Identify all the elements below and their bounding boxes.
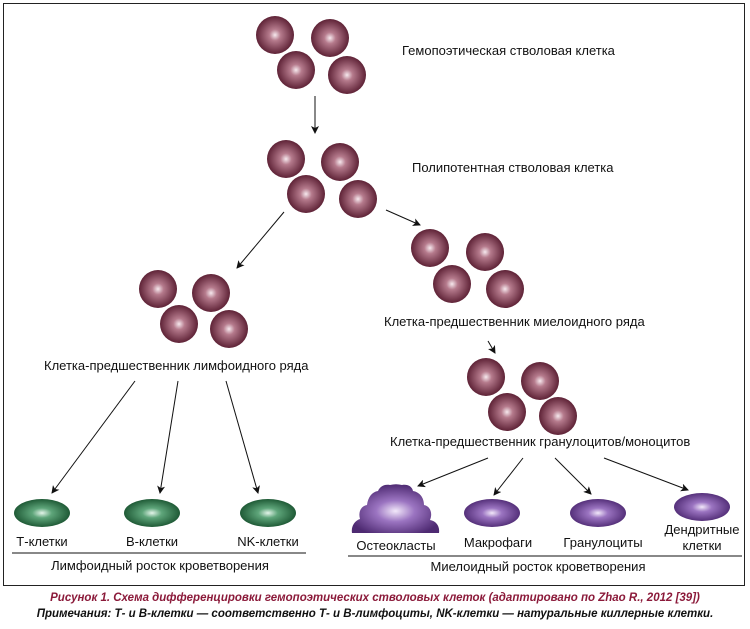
stem-cell	[256, 16, 294, 54]
stem-cell	[539, 397, 577, 435]
stem-cell	[287, 175, 325, 213]
stem-cell	[267, 140, 305, 178]
stem-cell	[467, 358, 505, 396]
arrow	[225, 380, 260, 494]
stem-cell	[433, 265, 471, 303]
arrow	[385, 209, 421, 226]
hsc-label: Гемопоэтическая стволовая клетка	[402, 43, 616, 58]
lymphoid-progenitor-cluster	[139, 270, 248, 348]
diagram-frame	[3, 3, 745, 586]
gm-progenitor-cluster	[467, 358, 577, 435]
stem-cell	[192, 274, 230, 312]
stem-cell	[139, 270, 177, 308]
stem-cell	[466, 233, 504, 271]
gm-progenitor-label: Клетка-предшественник гранулоцитов/моноц…	[390, 434, 690, 449]
dendritic-label-line2: клетки	[682, 538, 721, 553]
stem-cell	[321, 143, 359, 181]
stem-cell	[311, 19, 349, 57]
pluripotent-cluster	[267, 140, 377, 218]
stem-cell	[339, 180, 377, 218]
arrow	[51, 380, 136, 494]
dendritic-cell-icon	[674, 493, 730, 521]
granulocyte-icon	[570, 499, 626, 527]
arrow	[157, 380, 179, 494]
arrow	[554, 457, 592, 495]
hsc-cluster	[256, 16, 366, 94]
lymphoid-group-label: Лимфоидный росток кроветворения	[51, 558, 269, 573]
stem-cell	[277, 51, 315, 89]
stem-cell	[488, 393, 526, 431]
myeloid-group-label: Миелоидный росток кроветворения	[431, 559, 646, 574]
b-cells-label: В-клетки	[126, 534, 178, 549]
figure-caption-note: Примечания: Т- и В-клетки — соответствен…	[36, 608, 714, 620]
t-cell-icon	[14, 499, 70, 527]
arrow	[603, 457, 689, 492]
b-cell-icon	[124, 499, 180, 527]
pluripotent-label: Полипотентная стволовая клетка	[412, 160, 614, 175]
granulocytes-label: Гранулоциты	[563, 535, 642, 550]
arrow	[487, 340, 496, 354]
arrow	[236, 211, 285, 269]
macrophage-icon	[464, 499, 520, 527]
stem-cell	[486, 270, 524, 308]
myeloid-progenitor-label: Клетка-предшественник миелоидного ряда	[384, 314, 645, 329]
arrow	[493, 457, 524, 496]
nk-cell-icon	[240, 499, 296, 527]
osteoclasts-label: Остеокласты	[356, 538, 435, 553]
myeloid-progenitor-cluster	[411, 229, 524, 308]
nk-cells-label: NK-клетки	[237, 534, 299, 549]
macrophages-label: Макрофаги	[464, 535, 532, 550]
arrow	[417, 457, 489, 488]
stem-cell	[328, 56, 366, 94]
stem-cell	[210, 310, 248, 348]
stem-cell	[160, 305, 198, 343]
t-cells-label: Т-клетки	[16, 534, 67, 549]
figure-caption-title: Рисунок 1. Схема дифференцировки гемопоэ…	[50, 592, 700, 604]
lymphoid-progenitor-label: Клетка-предшественник лимфоидного ряда	[44, 358, 309, 373]
osteoclast-icon	[351, 484, 440, 533]
stem-cell	[521, 362, 559, 400]
dendritic-label-line1: Дендритные	[665, 522, 740, 537]
stem-cell	[411, 229, 449, 267]
